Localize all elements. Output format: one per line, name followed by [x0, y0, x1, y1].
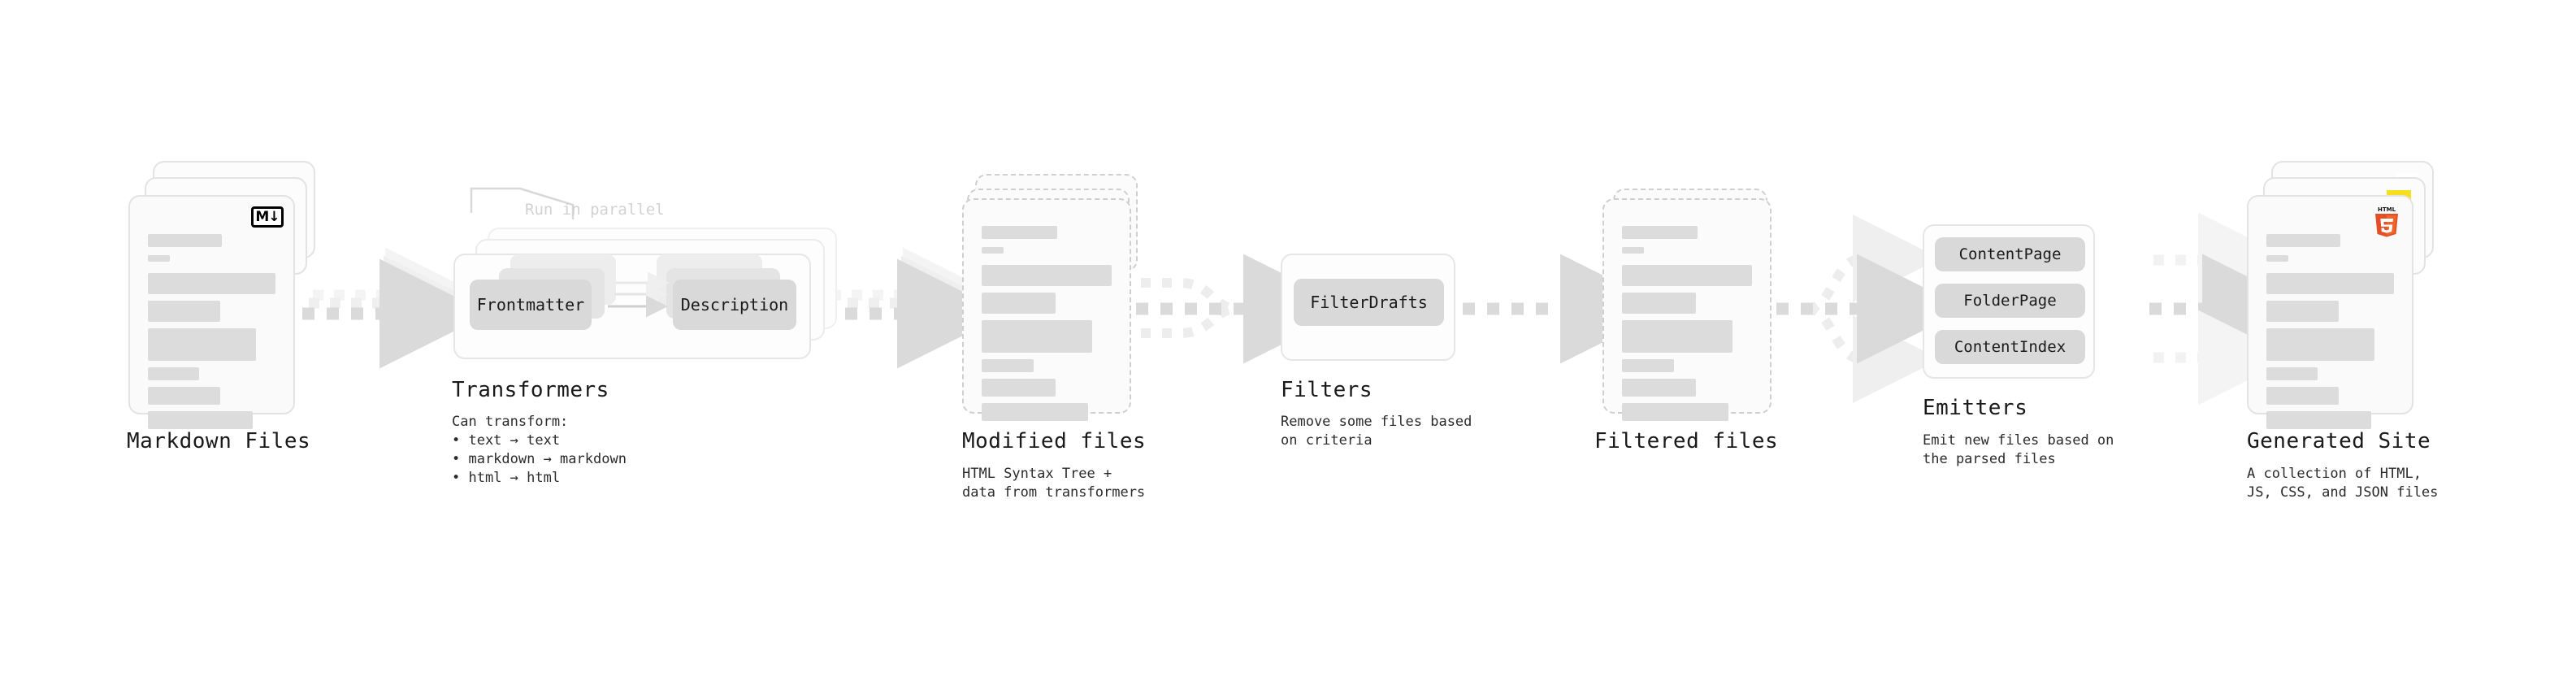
emitter-chip-contentindex[interactable]: ContentIndex: [1935, 330, 2085, 364]
markdown-badge-icon: M↓: [251, 206, 284, 228]
modified-card-skeleton: [982, 226, 1112, 421]
filtered-card-front[interactable]: [1602, 198, 1772, 421]
modified-card-front[interactable]: [962, 198, 1131, 421]
arrow-modified-to-filters: [1136, 254, 1353, 364]
filter-chip-filterdrafts[interactable]: FilterDrafts: [1294, 279, 1444, 326]
generated-site-title: Generated Site: [2247, 429, 2431, 453]
site-card-front[interactable]: HTML: [2247, 195, 2413, 429]
modified-files-title: Modified files: [962, 429, 1147, 453]
transformers-description: Can transform: • text → text • markdown …: [452, 414, 627, 486]
emitters-title: Emitters: [1923, 396, 2028, 420]
emitter-chip-folderpage[interactable]: FolderPage: [1935, 284, 2085, 318]
transformers-title: Transformers: [452, 378, 609, 402]
filtered-card-skeleton: [1622, 226, 1752, 421]
svg-text:HTML: HTML: [2378, 206, 2396, 213]
markdown-card-front[interactable]: M↓: [128, 195, 295, 429]
markdown-card-skeleton: [148, 234, 275, 429]
emitters-description: Emit new files based on the parsed files: [1923, 432, 2114, 467]
filtered-files-title: Filtered files: [1594, 429, 1779, 453]
generated-site-description: A collection of HTML, JS, CSS, and JSON …: [2247, 466, 2439, 501]
arrow-markdown-to-transformers: [302, 247, 489, 369]
site-card-skeleton: [2266, 234, 2394, 429]
html5-badge-icon: HTML: [2373, 205, 2400, 237]
arrow-filtered-to-emitters: [1776, 215, 1967, 403]
arrow-emitters-to-site: [2149, 212, 2312, 406]
transformer-chip-description[interactable]: Description: [673, 280, 796, 330]
filters-description: Remove some files based on criteria: [1281, 414, 1472, 449]
run-in-parallel-label: Run in parallel: [525, 201, 665, 219]
emitter-chip-contentpage[interactable]: ContentPage: [1935, 237, 2085, 271]
filters-title: Filters: [1281, 378, 1373, 402]
transformer-chip-frontmatter[interactable]: Frontmatter: [470, 280, 592, 330]
modified-files-description: HTML Syntax Tree + data from transformer…: [962, 466, 1146, 501]
markdown-files-title: Markdown Files: [127, 429, 311, 453]
